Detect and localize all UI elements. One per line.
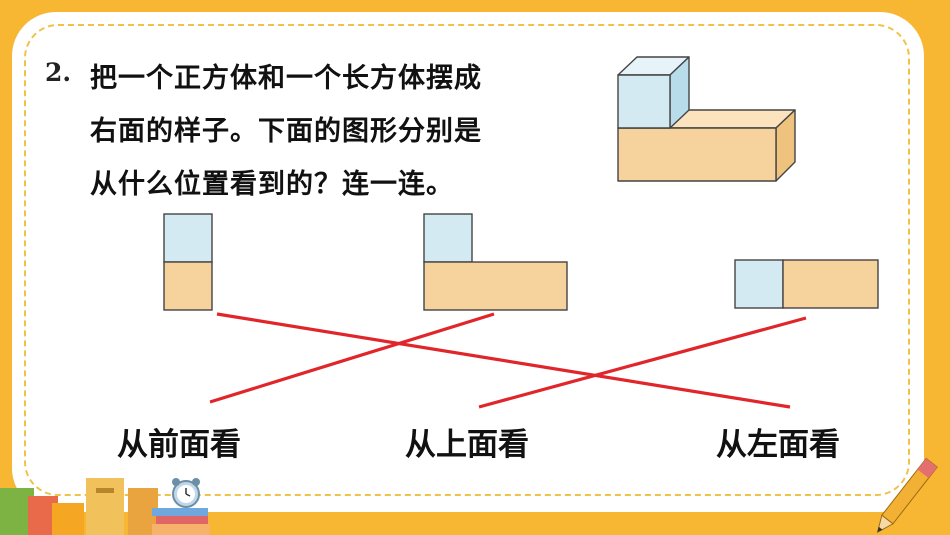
alarm-clock-icon [172,478,200,508]
question-line-2: 右面的样子。下面的图形分别是 [90,116,482,147]
view-figure-b[interactable] [423,213,568,311]
question-number: 2. [45,58,72,87]
question-line-1: 把一个正方体和一个长方体摆成 [90,63,482,94]
answer-label-top: 从上面看 [405,427,529,463]
stack-of-books-icon [0,478,210,535]
view-figure-a[interactable] [163,213,213,311]
dashed-frame [24,24,910,496]
answer-label-left: 从左面看 [716,427,840,463]
question-line-3: 从什么位置看到的？连一连。 [90,169,454,200]
pencil-icon [876,457,938,534]
3d-model-figure [617,56,796,182]
connector-line [209,312,495,404]
connector-line [216,312,791,409]
view-figure-c[interactable] [734,259,879,309]
connector-line [478,316,807,409]
answer-label-front: 从前面看 [117,427,241,463]
